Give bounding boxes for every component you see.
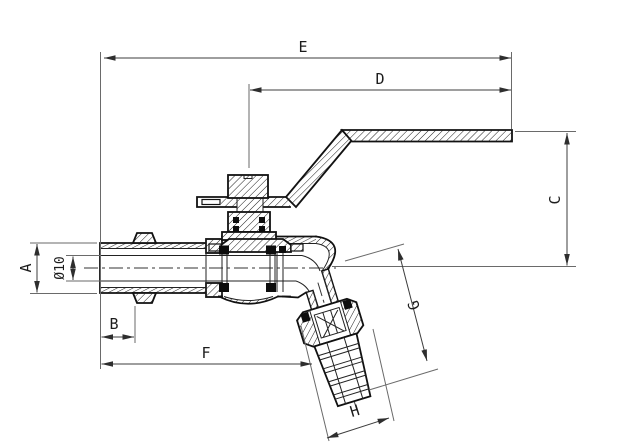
dim-label-A: A [17, 263, 35, 272]
ext-lines-h [300, 325, 395, 442]
dim-label-E: E [298, 38, 307, 56]
dim-label-dia10: Ø10 [53, 256, 68, 279]
ext-lines-dia [66, 255, 100, 282]
dimension-D: D [250, 70, 511, 93]
dim-label-H: H [348, 401, 362, 421]
dim-label-F: F [201, 344, 210, 362]
ext-lines-c [332, 131, 576, 267]
lever-handle [196, 128, 513, 209]
ext-lines-a [30, 242, 97, 294]
valve-assembly [84, 128, 513, 411]
dim-label-D: D [375, 70, 384, 88]
dimension-B: B [101, 315, 134, 340]
dim-label-B: B [109, 315, 118, 333]
inlet-pipe [99, 232, 302, 304]
dimension-H: H [326, 401, 390, 439]
dimension-dia10: Ø10 [53, 256, 76, 280]
dimension-F: F [101, 344, 312, 367]
dimensions: E D C A Ø10 B F [17, 38, 576, 442]
dimension-E: E [104, 38, 511, 61]
dimension-G: G [397, 248, 428, 362]
dim-label-G: G [404, 298, 424, 312]
ext-lines-g [344, 243, 439, 391]
valve-stem [221, 174, 277, 250]
dim-label-C: C [546, 195, 564, 204]
spout [296, 268, 372, 411]
seat-seals [219, 245, 286, 292]
dimension-C: C [546, 133, 570, 266]
handle-slot [201, 198, 221, 206]
dimension-A: A [17, 244, 40, 293]
outlet-elbow [282, 235, 337, 299]
